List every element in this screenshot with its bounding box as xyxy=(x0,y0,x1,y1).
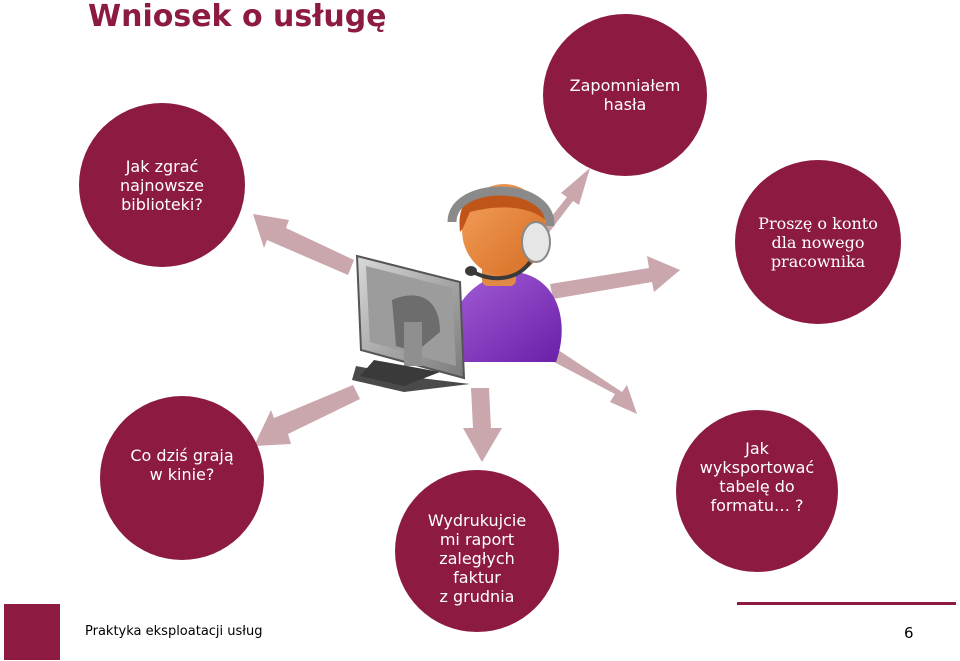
arrow-to-kino xyxy=(254,385,360,446)
request-text-cinema: Co dziś grają w kinie? xyxy=(130,446,233,484)
request-bubble-libraries: Jak zgrać najnowsze biblioteki? xyxy=(79,103,245,267)
arrow-to-konto xyxy=(550,256,680,299)
request-bubble-new-account: Proszę o konto dla nowego pracownika xyxy=(735,160,901,324)
request-text-forgot-password: Zapomniałem hasła xyxy=(570,76,681,114)
request-text-report: Wydrukujcie mi raport zaległych faktur z… xyxy=(428,511,526,606)
request-bubble-export: Jak wyksportować tabelę do formatu… ? xyxy=(676,410,838,572)
footer-accent-square xyxy=(4,604,60,660)
arrow-to-biblioteki xyxy=(253,214,354,275)
arrow-to-raport xyxy=(463,388,502,462)
request-bubble-forgot-password: Zapomniałem hasła xyxy=(543,14,707,176)
request-text-export: Jak wyksportować tabelę do formatu… ? xyxy=(700,439,814,515)
footer-divider-line xyxy=(737,602,956,605)
request-text-new-account: Proszę o konto dla nowego pracownika xyxy=(758,214,878,271)
helpdesk-operator-at-computer-icon xyxy=(352,184,562,392)
request-bubble-cinema: Co dziś grają w kinie? xyxy=(100,396,264,560)
request-text-libraries: Jak zgrać najnowsze biblioteki? xyxy=(120,157,204,214)
page-number: 6 xyxy=(904,624,914,642)
request-bubble-report: Wydrukujcie mi raport zaległych faktur z… xyxy=(395,470,559,632)
footer-course-name: Praktyka eksploatacji usług xyxy=(85,624,263,639)
